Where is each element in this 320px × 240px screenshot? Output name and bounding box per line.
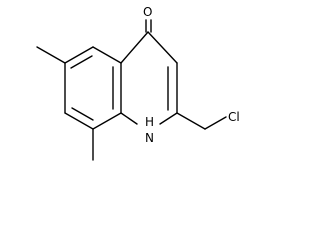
nitrogen-label: N <box>145 131 154 145</box>
bond-c2-n1 <box>159 112 178 125</box>
chlorine-label: Cl <box>228 110 240 124</box>
bond-c6-methyl <box>36 46 66 64</box>
bond-c4-c4a <box>120 31 149 64</box>
bond-c2-ch2 <box>176 112 206 130</box>
bond-n1-c8a <box>120 112 138 125</box>
oxygen-label: O <box>143 5 152 19</box>
bond-c7-c8-double <box>71 107 94 121</box>
bond-c8-c8a <box>92 112 122 130</box>
bond-c7-c8 <box>64 112 94 130</box>
bond-c4a-c5 <box>92 46 122 64</box>
nh-hydrogen-label: H <box>145 115 154 129</box>
structure-canvas: O H N Cl <box>36 5 240 161</box>
bond-c5-c6 <box>64 46 94 64</box>
bond-c4-c3 <box>147 31 178 64</box>
bond-ch2-cl <box>204 116 227 130</box>
bond-c5-c6-double <box>70 55 93 69</box>
molecule-diagram: O H N Cl <box>36 5 240 161</box>
